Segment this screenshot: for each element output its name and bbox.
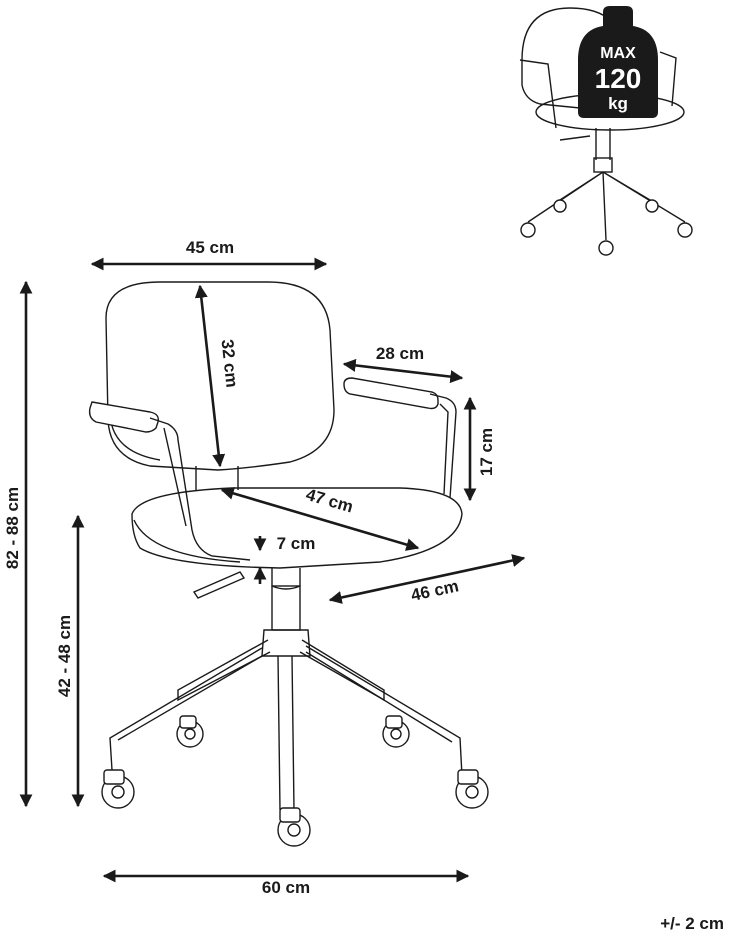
chair-illustration [88,281,489,847]
armrest-height-label: 17 cm [477,428,496,476]
weight-capacity-illustration: MAX 120 kg [519,6,693,256]
width-back-label: 45 cm [186,238,234,257]
dimension-arrows [19,257,526,883]
caster-wheels [101,715,489,847]
weight-badge: MAX 120 kg [578,6,658,118]
weight-badge-line1: MAX [600,45,636,62]
seat-depth-label: 47 cm [304,485,356,517]
weight-badge-line3: kg [608,94,628,113]
back-height-label: 32 cm [218,338,242,388]
tolerance-note: +/- 2 cm [660,914,724,933]
weight-badge-line2: 120 [595,63,642,94]
seat-thickness-label: 7 cm [277,534,316,553]
base-width-label: 60 cm [262,878,310,897]
total-height-label: 82 - 88 cm [3,487,22,569]
armrest-length-label: 28 cm [376,344,424,363]
seat-height-label: 42 - 48 cm [55,615,74,697]
